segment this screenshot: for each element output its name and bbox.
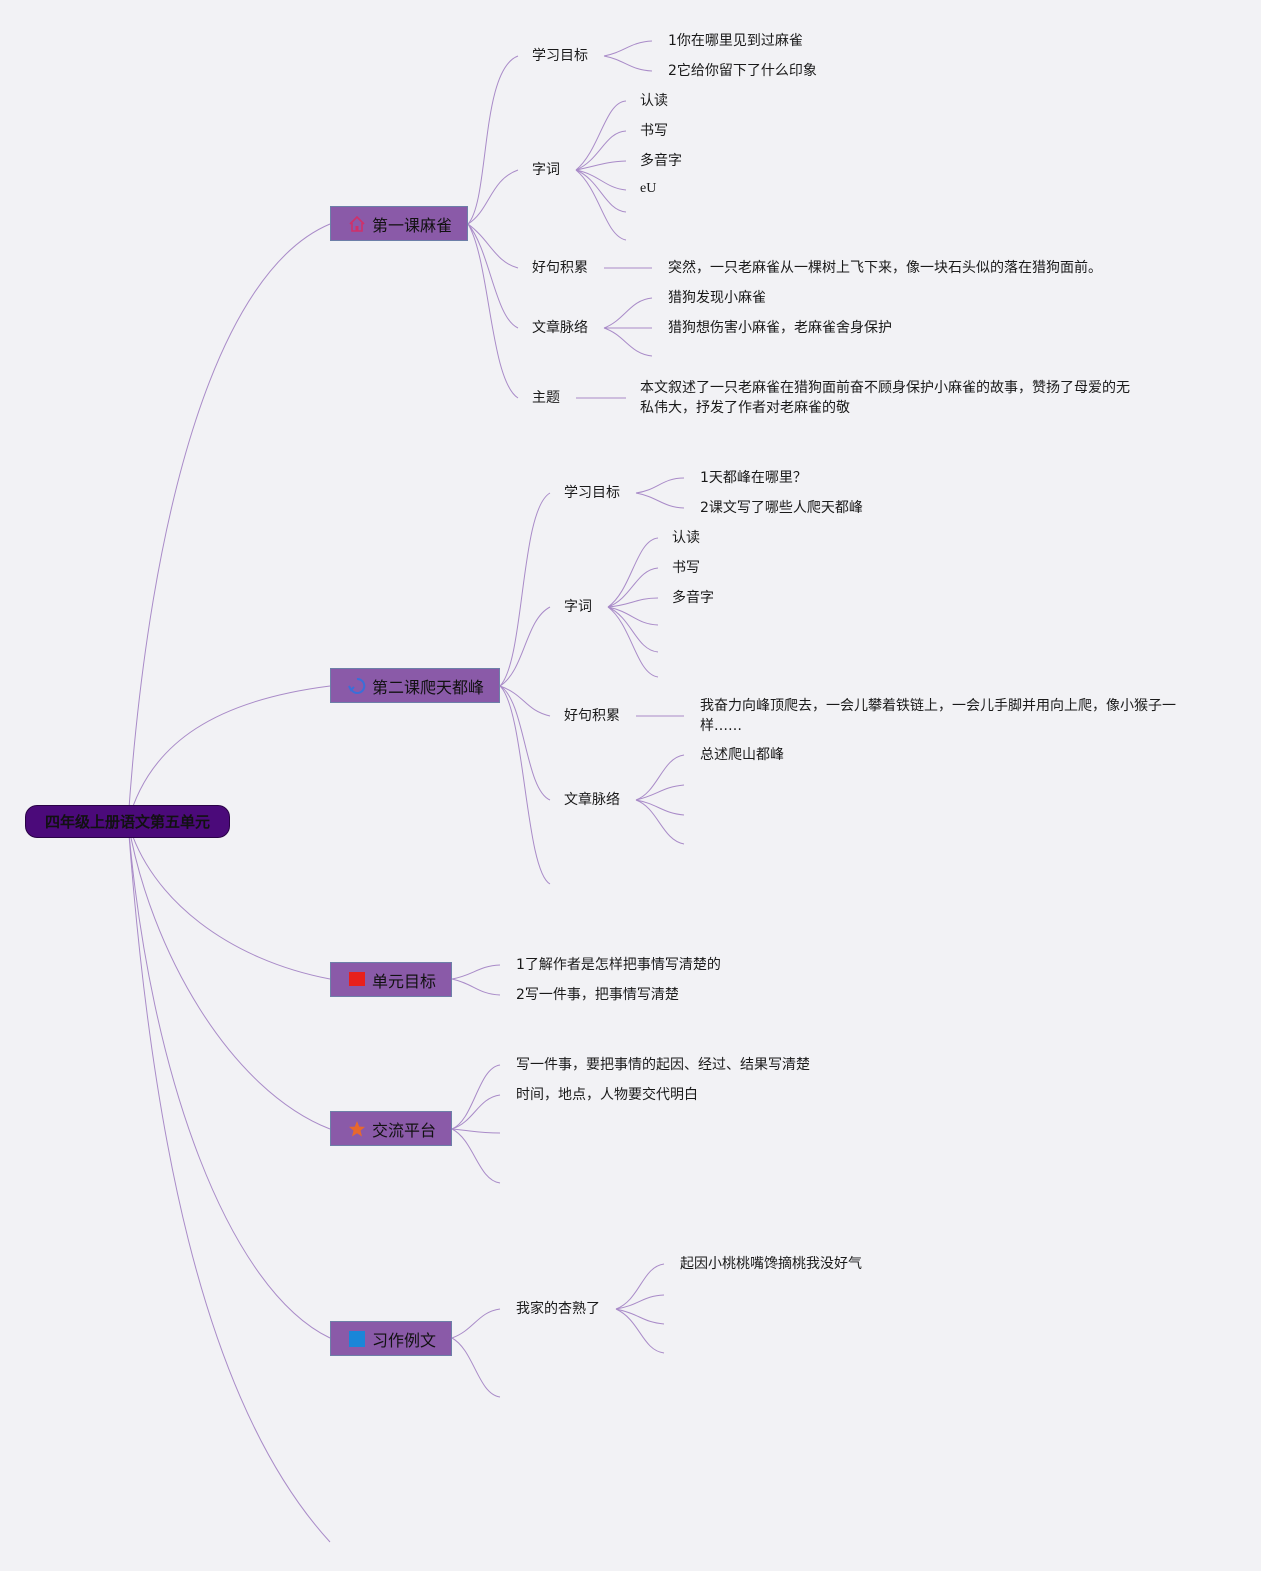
branch-lesson-2[interactable]: 第二课爬天都峰 xyxy=(330,668,500,703)
lesson2-words-item[interactable]: 多音字 xyxy=(672,590,714,606)
branch-exchange-label: 交流平台 xyxy=(372,1120,437,1140)
exchange-item[interactable]: 写一件事，要把事情的起因、经过、结果写清楚 xyxy=(516,1057,810,1073)
unit-goal-item[interactable]: 2写一件事，把事情写清楚 xyxy=(516,987,679,1003)
branch-unit-goals[interactable]: 单元目标 xyxy=(330,962,452,997)
lesson2-goal-item[interactable]: 2课文写了哪些人爬天都峰 xyxy=(700,500,863,516)
recycle-icon xyxy=(347,676,366,695)
lesson1-goal[interactable]: 学习目标 xyxy=(532,48,588,64)
lesson1-words[interactable]: 字词 xyxy=(532,162,560,178)
lesson1-goal-item[interactable]: 2它给你留下了什么印象 xyxy=(668,63,817,79)
root-topic[interactable]: 四年级上册语文第五单元 xyxy=(25,805,230,838)
lesson1-theme-text[interactable]: 本文叙述了一只老麻雀在猎狗面前奋不顾身保护小麻雀的故事，赞扬了母爱的无私伟大，抒… xyxy=(640,380,1130,416)
exchange-item[interactable]: 时间，地点，人物要交代明白 xyxy=(516,1087,698,1103)
branch-essay-examples-label: 习作例文 xyxy=(372,1330,437,1350)
lesson1-theme[interactable]: 主题 xyxy=(532,390,560,406)
lesson1-context-item[interactable]: 猎狗发现小麻雀 xyxy=(668,290,766,306)
branch-lesson-1-label: 第一课麻雀 xyxy=(372,215,453,235)
unit-goal-item[interactable]: 1了解作者是怎样把事情写清楚的 xyxy=(516,957,721,973)
lesson2-goal-item[interactable]: 1天都峰在哪里？ xyxy=(700,470,807,486)
lesson1-goal-item[interactable]: 1你在哪里见到过麻雀 xyxy=(668,33,803,49)
lesson1-words-item[interactable]: 书写 xyxy=(640,123,668,139)
lesson2-words-item[interactable]: 认读 xyxy=(672,530,700,546)
square-icon xyxy=(347,1329,366,1348)
branch-exchange[interactable]: 交流平台 xyxy=(330,1111,452,1146)
lesson1-words-item[interactable]: 多音字 xyxy=(640,153,682,169)
lesson2-context[interactable]: 文章脉络 xyxy=(564,792,620,808)
essay-title[interactable]: 我家的杏熟了 xyxy=(516,1301,600,1317)
lesson1-context-item[interactable]: 猎狗想伤害小麻雀，老麻雀舍身保护 xyxy=(668,320,892,336)
lesson1-words-item[interactable]: 认读 xyxy=(640,93,668,109)
star-icon xyxy=(347,1119,366,1138)
lesson2-words[interactable]: 字词 xyxy=(564,599,592,615)
essay-item[interactable]: 起因小桃桃嘴馋摘桃我没好气 xyxy=(680,1256,862,1272)
lesson2-context-item[interactable]: 总述爬山都峰 xyxy=(700,747,784,763)
lesson2-words-item[interactable]: 书写 xyxy=(672,560,700,576)
branch-lesson-2-label: 第二课爬天都峰 xyxy=(372,677,485,697)
lesson1-context[interactable]: 文章脉络 xyxy=(532,320,588,336)
lesson1-sentence-text[interactable]: 突然，一只老麻雀从一棵树上飞下来，像一块石头似的落在猎狗面前。 xyxy=(668,260,1102,276)
branch-lesson-1[interactable]: 第一课麻雀 xyxy=(330,206,468,241)
branch-unit-goals-label: 单元目标 xyxy=(372,971,437,991)
home-icon xyxy=(347,214,366,233)
lesson2-goal[interactable]: 学习目标 xyxy=(564,485,620,501)
lesson1-sentence[interactable]: 好句积累 xyxy=(532,260,588,276)
branch-essay-examples[interactable]: 习作例文 xyxy=(330,1321,452,1356)
lesson2-sentence-text[interactable]: 我奋力向峰顶爬去，一会儿攀着铁链上，一会儿手脚并用向上爬，像小猴子一样…… xyxy=(700,698,1176,734)
lesson2-sentence[interactable]: 好句积累 xyxy=(564,708,620,724)
flag-icon xyxy=(347,970,366,989)
root-topic-label: 四年级上册语文第五单元 xyxy=(44,813,210,831)
lesson1-words-item[interactable]: eU xyxy=(640,181,657,196)
